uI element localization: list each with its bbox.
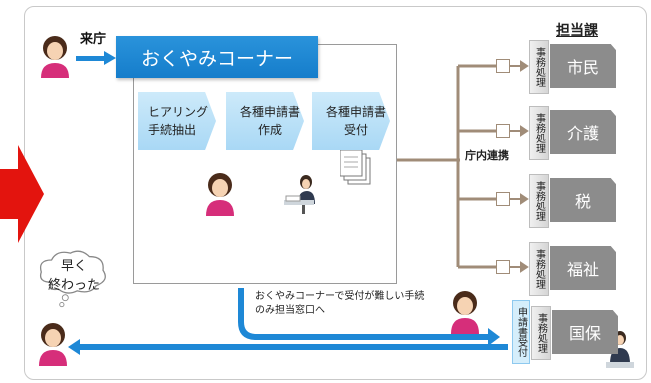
connector-box-4	[496, 260, 510, 274]
processing-tag-5: 事務処理	[531, 306, 551, 360]
connector-box-1	[496, 59, 510, 73]
referral-note: おくやみコーナーで受付が難しい手続 のみ担当窓口へ	[255, 290, 424, 318]
cloud-line2: 終わった	[47, 278, 100, 293]
department-shimin: 市民	[550, 44, 616, 88]
departments-title: 担当課	[556, 23, 598, 39]
thought-cloud-icon	[40, 250, 106, 308]
step-receive: 各種申請書 受付	[312, 92, 390, 150]
corner-title: おくやみコーナー	[116, 36, 318, 78]
visitor-person-icon	[41, 36, 69, 78]
connector-box-2	[496, 124, 510, 138]
application-receipt-tag: 申請書受付	[512, 300, 530, 364]
cloud-text: 早く 終わった	[46, 257, 102, 295]
step-3-line1: 各種申請書	[325, 105, 386, 119]
coordination-label: 庁内連携	[465, 149, 509, 162]
department-zei: 税	[550, 178, 616, 222]
note-line1: おくやみコーナーで受付が難しい手続	[255, 291, 425, 302]
document-stack-icon	[340, 150, 371, 185]
step-1-line1: ヒアリング	[148, 105, 209, 119]
cloud-line1: 早く	[60, 259, 87, 274]
step-create: 各種申請書 作成	[226, 92, 304, 150]
waiting-person-icon	[451, 291, 479, 334]
processing-tag-3: 事務処理	[529, 174, 549, 228]
step-1-line2: 手続抽出	[148, 123, 197, 137]
processing-tag-1: 事務処理	[529, 40, 549, 94]
department-kokuho: 国保	[552, 310, 618, 354]
processing-tag-2: 事務処理	[529, 106, 549, 160]
step-2-line2: 作成	[257, 123, 282, 137]
arrive-label: 来庁	[80, 32, 107, 47]
step-hearing: ヒアリング 手続抽出	[138, 92, 216, 150]
staff-person-icon	[206, 173, 234, 216]
department-kaigo: 介護	[550, 110, 616, 154]
step-2-line1: 各種申請書	[239, 105, 300, 119]
red-arrow-icon	[0, 145, 44, 243]
note-line2: のみ担当窓口へ	[255, 305, 325, 316]
department-fukushi: 福祉	[550, 246, 616, 290]
connector-box-3	[496, 192, 510, 206]
returning-person-icon	[39, 323, 67, 366]
step-3-line2: 受付	[343, 123, 368, 137]
staff-at-desk-icon	[284, 175, 315, 214]
processing-tag-4: 事務処理	[529, 242, 549, 296]
